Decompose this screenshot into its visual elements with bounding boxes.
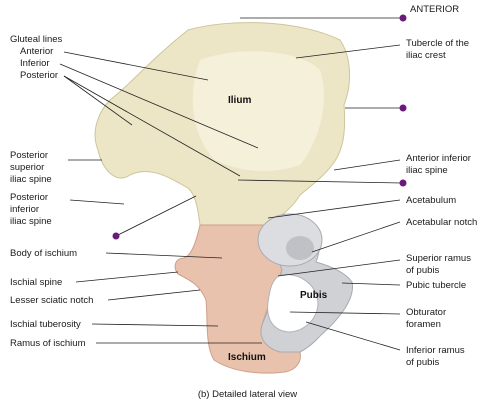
leader-tubercle xyxy=(295,44,401,59)
label-gluteal-posterior: Posterior xyxy=(20,70,59,81)
label-ischial-spine: Ischial spine xyxy=(10,277,63,288)
bone-label-pubis: Pubis xyxy=(300,290,328,301)
leader-ischial-spine xyxy=(75,271,179,283)
label-psis-1: Posterior xyxy=(10,150,49,161)
label-inf-ramus-2: of pubis xyxy=(406,357,440,368)
label-inf-ramus-1: Inferior ramus xyxy=(406,345,465,356)
label-piis-1: Posterior xyxy=(10,192,49,203)
leader-obturator xyxy=(289,311,401,315)
leader-body-ischium xyxy=(105,252,223,259)
label-tubercle-1: Tubercle of the xyxy=(406,38,470,49)
label-psis-2: superior xyxy=(10,162,45,173)
leader-aiis-dot xyxy=(237,179,403,184)
markers xyxy=(112,14,407,240)
label-pubic-tubercle: Pubic tubercle xyxy=(406,280,467,291)
marker-aiis xyxy=(399,179,407,187)
marker-ant-sup-spine xyxy=(399,104,407,112)
ilium-fossa xyxy=(192,51,324,172)
label-psis-3: iliac spine xyxy=(10,174,52,185)
label-aiis-1: Anterior inferior xyxy=(406,153,471,164)
label-acetabulum: Acetabulum xyxy=(406,195,457,206)
label-obturator-2: foramen xyxy=(406,319,441,330)
label-tubercle-2: iliac crest xyxy=(406,50,446,61)
leader-gluteal-posterior2 xyxy=(63,75,241,177)
label-anterior: ANTERIOR xyxy=(410,4,460,15)
label-lesser-sciatic: Lesser sciatic notch xyxy=(10,295,94,306)
leader-acetabular-notch xyxy=(311,221,401,253)
label-aiis-2: iliac spine xyxy=(406,165,448,176)
label-gluteal-lines: Gluteal lines xyxy=(10,34,63,45)
label-ramus-ischium: Ramus of ischium xyxy=(10,338,86,349)
leader-ischial-tuberosity xyxy=(91,323,219,327)
label-acetabular-notch: Acetabular notch xyxy=(406,217,478,228)
leader-acetabulum xyxy=(267,199,401,219)
leader-lines xyxy=(59,17,403,351)
leader-piis-dot xyxy=(115,195,197,237)
label-sup-ramus-2: of pubis xyxy=(406,265,440,276)
acetabular-notch-shape xyxy=(286,236,314,260)
label-gluteal-anterior: Anterior xyxy=(20,46,54,57)
label-gluteal-inferior: Inferior xyxy=(20,58,50,69)
leader-lesser-sciatic xyxy=(107,289,201,301)
label-piis-3: iliac spine xyxy=(10,216,52,227)
leader-piis xyxy=(69,199,125,205)
leader-gluteal-inferior xyxy=(59,63,259,149)
label-body-ischium: Body of ischium xyxy=(10,248,78,259)
marker-piis xyxy=(112,232,120,240)
bone-label-ischium: Ischium xyxy=(228,352,266,363)
label-obturator-1: Obturator xyxy=(406,307,447,318)
leader-inf-ramus xyxy=(305,321,401,351)
leader-gluteal-posterior1 xyxy=(63,75,133,126)
figure-caption: (b) Detailed lateral view xyxy=(197,389,298,400)
leader-aiis xyxy=(333,159,401,171)
label-sup-ramus-1: Superior ramus xyxy=(406,253,471,264)
obturator-foramen-shape xyxy=(267,274,319,333)
leader-gluteal-anterior xyxy=(63,51,209,81)
leader-sup-ramus xyxy=(277,259,401,277)
bone-label-ilium: Ilium xyxy=(228,95,252,106)
leader-pubic-tubercle xyxy=(341,282,401,286)
label-ischial-tuberosity: Ischial tuberosity xyxy=(10,319,81,330)
label-piis-2: inferior xyxy=(10,204,40,215)
marker-anterior xyxy=(399,14,407,22)
